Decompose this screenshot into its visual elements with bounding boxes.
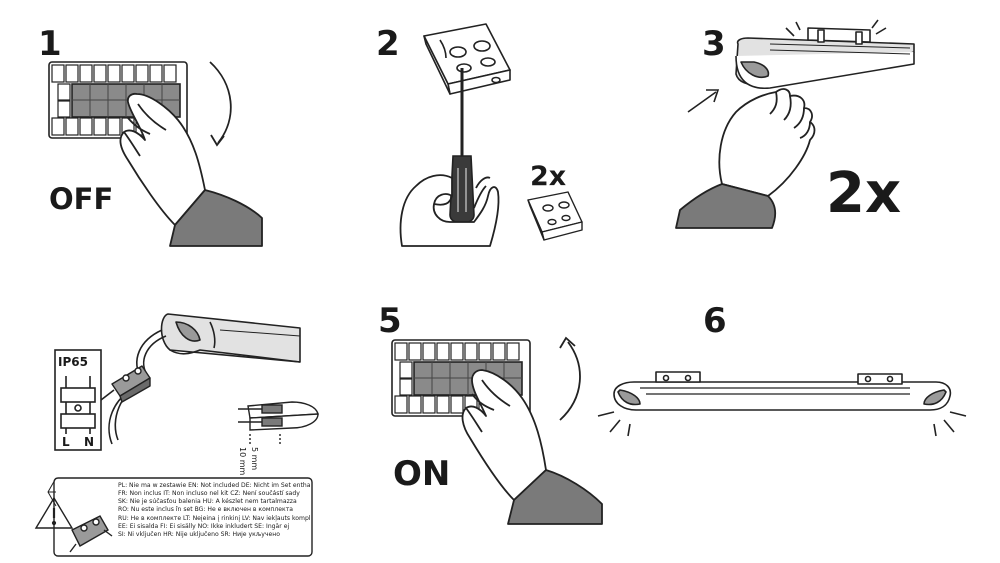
off-label: OFF bbox=[49, 182, 114, 216]
notice-line: RU: Не в комплекте LT: Neįeina į rinkinį… bbox=[118, 514, 310, 522]
rotate-down-arrow bbox=[209, 61, 232, 144]
step-2-number: 2 bbox=[376, 24, 400, 64]
terminal-n-label: N bbox=[84, 435, 95, 449]
notice-line: FR: Non inclus IT: Non incluso nel kit C… bbox=[118, 490, 300, 498]
hand-step-5 bbox=[461, 369, 603, 525]
hand-step-1 bbox=[119, 92, 263, 247]
ceiling-bracket bbox=[423, 23, 511, 95]
step-1-number: 1 bbox=[38, 24, 62, 64]
push-up-arrow bbox=[687, 89, 720, 113]
connector-block bbox=[111, 365, 151, 403]
clip-count-label: 2x bbox=[826, 161, 902, 226]
click-lines-step-3 bbox=[785, 19, 887, 37]
screwdriver bbox=[449, 68, 475, 225]
step-6-number: 6 bbox=[703, 301, 727, 341]
connector-icon bbox=[71, 515, 109, 547]
hand-step-3 bbox=[675, 88, 816, 229]
bracket-count-label: 2x bbox=[530, 161, 567, 192]
wiring-panel bbox=[54, 349, 115, 451]
step-3-number: 3 bbox=[702, 24, 726, 64]
notice-line: RO: Nu este inclus în set BG: Не е включ… bbox=[118, 506, 294, 514]
notice-line: PL: Nie ma w zestawie EN: Not included D… bbox=[118, 482, 310, 489]
warning-triangle-icon bbox=[34, 496, 74, 529]
notice-line: SK: Nie je súčasťou balenia HU: A készle… bbox=[118, 498, 297, 506]
fixture-step-3 bbox=[735, 27, 915, 89]
small-bracket-icon bbox=[527, 191, 583, 241]
terminal-l-label: L bbox=[62, 435, 70, 449]
ip65-label: IP65 bbox=[58, 355, 88, 369]
on-label: ON bbox=[393, 454, 451, 494]
strip-length-5mm: 5 mm bbox=[250, 447, 259, 471]
notice-line: EE: Ei sisalda FI: Ei sisälly NO: Ikke i… bbox=[118, 522, 290, 530]
strip-length-10mm: 10 mm bbox=[238, 447, 247, 476]
not-included-notice: PL: Nie ma w zestawie EN: Not included D… bbox=[118, 482, 310, 539]
fixture-end-step-4 bbox=[160, 313, 301, 363]
light-rays bbox=[597, 411, 967, 437]
stripped-wire bbox=[238, 401, 319, 445]
hand-step-2 bbox=[399, 174, 500, 247]
warning-box bbox=[34, 477, 313, 557]
fixture-step-6 bbox=[613, 371, 952, 411]
step-5-number: 5 bbox=[378, 301, 402, 341]
notice-line: SI: Ni vključen HR: Nije uključeno SR: Н… bbox=[118, 530, 280, 538]
rotate-up-arrow bbox=[559, 341, 581, 421]
